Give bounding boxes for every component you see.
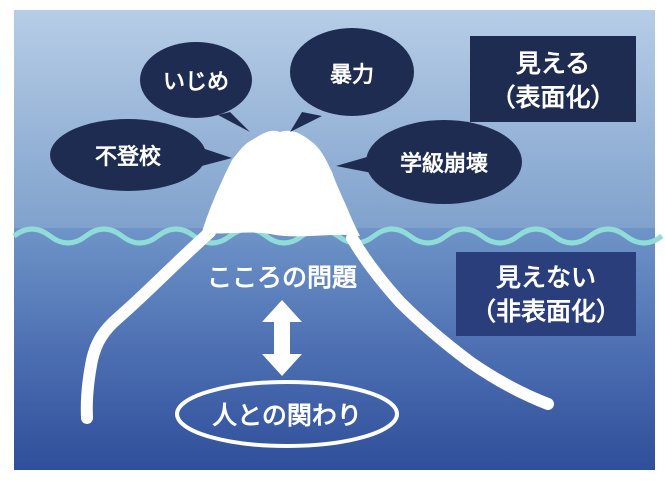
- kokoro-no-mondai-label: こころの問題: [207, 263, 358, 292]
- bubble-ijime: いじめ: [140, 42, 252, 132]
- visible-label-line2: （表面化）: [490, 83, 615, 112]
- iceberg-underwater-outline-right: [346, 232, 554, 410]
- visible-label-box: 見える （表面化）: [470, 36, 636, 122]
- iceberg-underwater-outline-left: [80, 226, 216, 424]
- iceberg-tip: [202, 130, 360, 237]
- bubble-gakkyuu-houkai: 学級崩壊: [336, 120, 522, 204]
- bubble-ijime-label: いじめ: [163, 70, 229, 95]
- hidden-label-box: 見えない （非表面化）: [456, 252, 636, 336]
- bubble-futoukou: 不登校: [50, 119, 232, 191]
- hidden-label-line1: 見えない: [496, 263, 596, 292]
- relation-oval: 人との関わり: [175, 380, 399, 448]
- bubble-bouryoku-label: 暴力: [329, 63, 374, 88]
- bubble-futoukou-label: 不登校: [95, 144, 162, 170]
- bubble-bouryoku: 暴力: [290, 28, 414, 132]
- visible-label-line1: 見える: [516, 49, 590, 78]
- relation-label: 人との関わり: [212, 401, 362, 430]
- bubble-gakkyuu-houkai-label: 学級崩壊: [400, 151, 489, 177]
- water-surface-wave: [12, 226, 664, 246]
- hidden-label-line2: （非表面化）: [471, 297, 621, 326]
- double-arrow-icon: [262, 300, 302, 376]
